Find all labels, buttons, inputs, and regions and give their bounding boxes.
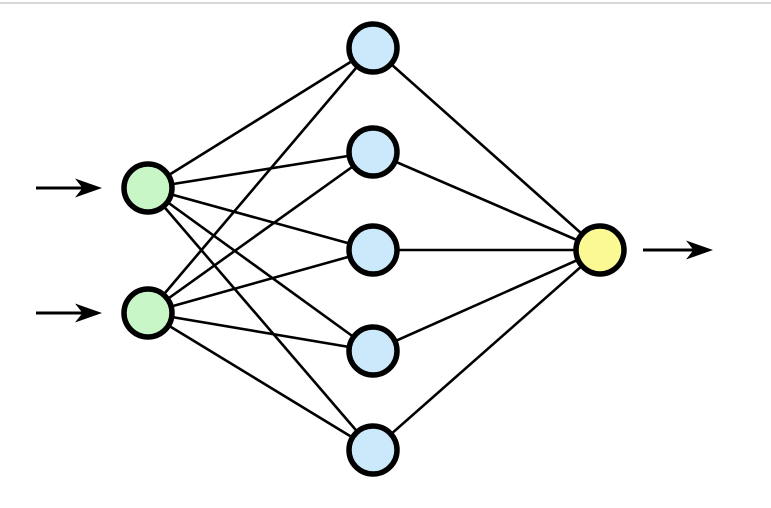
edge-hidden-3-to-output-0: [372, 248, 601, 353]
edge-hidden-1-to-output-0: [372, 150, 601, 252]
edge-input-0-to-hidden-3: [147, 186, 374, 353]
edge-input-1-to-hidden-1: [147, 150, 374, 315]
edge-input-1-to-hidden-3: [147, 311, 374, 353]
input-node-2: [121, 286, 175, 340]
hidden-node-3: [346, 223, 400, 277]
edge-input-1-to-hidden-4: [147, 311, 374, 452]
output-node-1: [573, 223, 627, 277]
edge-input-1-to-hidden-0: [147, 47, 374, 314]
input-arrow-1-head: [75, 178, 102, 198]
edge-input-0-to-hidden-2: [147, 186, 374, 252]
hidden-node-4: [346, 324, 400, 378]
edge-input-0-to-hidden-1: [147, 150, 374, 190]
input-node-1: [121, 161, 175, 215]
edge-input-1-to-hidden-2: [147, 248, 374, 315]
hidden-node-5: [346, 423, 400, 477]
edge-hidden-0-to-output-0: [372, 47, 601, 251]
edge-input-0-to-hidden-4: [147, 187, 374, 451]
top-divider: [0, 2, 771, 4]
edge-input-0-to-hidden-0: [147, 46, 374, 190]
output-arrow-head: [686, 240, 713, 260]
hidden-node-1: [346, 21, 400, 75]
input-arrow-2-head: [75, 303, 102, 323]
edge-hidden-4-to-output-0: [372, 249, 601, 451]
hidden-node-2: [346, 125, 400, 179]
